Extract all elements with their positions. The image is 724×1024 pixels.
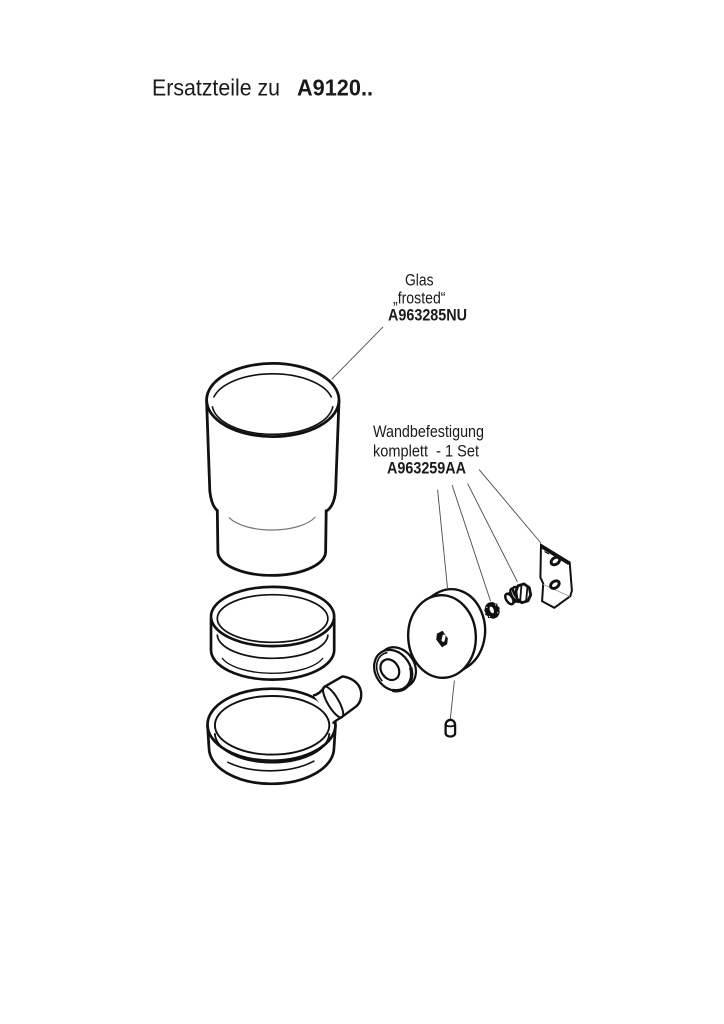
svg-text:Wandbefestigung: Wandbefestigung xyxy=(373,423,484,441)
svg-text:„frosted“: „frosted“ xyxy=(393,290,446,308)
svg-text:Glas: Glas xyxy=(405,272,434,290)
svg-text:A963259AA: A963259AA xyxy=(387,460,466,478)
svg-text:komplett - 1 Set: komplett - 1 Set xyxy=(373,443,479,461)
svg-text:Ersatzteile zu: Ersatzteile zu xyxy=(152,75,280,101)
svg-text:A963285NU: A963285NU xyxy=(388,307,467,325)
svg-text:A9120..: A9120.. xyxy=(297,75,373,101)
